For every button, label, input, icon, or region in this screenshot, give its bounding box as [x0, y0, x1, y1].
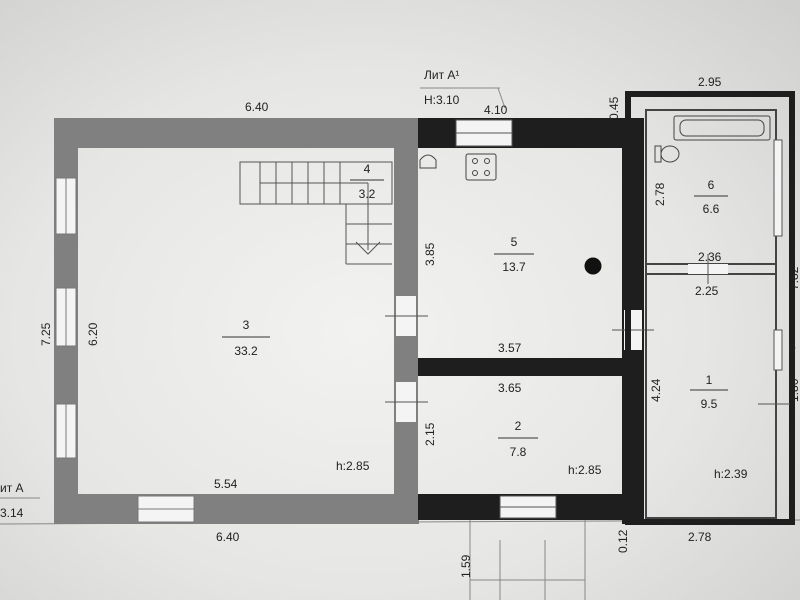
building-lit-a-walls	[54, 118, 428, 524]
wall-top-a1	[418, 118, 644, 148]
sink-icon	[419, 154, 437, 169]
room-4-area: 3.2	[359, 187, 376, 201]
lit-a1-label: Лит А¹	[424, 68, 459, 82]
room-6-area: 6.6	[703, 202, 720, 216]
room-3-area: 33.2	[234, 344, 258, 358]
dim-room5-bottom: 3.57	[498, 341, 522, 355]
room-1-height: h:2.39	[714, 467, 748, 481]
annex-outline-inner	[645, 109, 777, 519]
dimension-labels: 6.40 4.10 0.45 2.95 7.25 6.20 5.54 6.40 …	[39, 75, 800, 578]
dim-right-small: 1.86	[787, 378, 800, 402]
room-3-number: 3	[243, 318, 250, 332]
lit-a1-height: H:3.10	[424, 93, 460, 107]
dim-bottom-left: 6.40	[216, 530, 240, 544]
room-1-area: 9.5	[701, 397, 718, 411]
room-2-height: h:2.85	[568, 463, 602, 477]
room-5-area: 13.7	[502, 260, 526, 274]
dim-room1-top: 2.25	[695, 284, 719, 298]
room-2-number: 2	[515, 419, 522, 433]
room-5-number: 5	[511, 235, 518, 249]
wall-bottom-a	[54, 494, 419, 524]
room-4-number: 4	[364, 162, 371, 176]
lit-a-value: 3.14	[0, 506, 24, 520]
building-annex-walls	[625, 91, 795, 525]
dim-room1-left: 4.24	[649, 378, 663, 402]
room-6-number: 6	[708, 178, 715, 192]
room-labels: 4 3.2 5 13.7 6 6.6 3 33.2 2 7.8 1 9.5 h:…	[222, 162, 748, 481]
dim-bottom-inner-left: 5.54	[214, 477, 238, 491]
wall-between-5-2	[418, 358, 622, 376]
dim-left-inner: 6.20	[86, 322, 100, 346]
dim-top-right: 2.95	[698, 75, 722, 89]
dim-room5-left: 3.85	[423, 242, 437, 266]
room-1-number: 1	[706, 373, 713, 387]
annex-outline-outer	[625, 91, 795, 525]
dim-top-mid: 4.10	[484, 103, 508, 117]
dim-room6-left: 2.78	[653, 182, 667, 206]
fixtures	[239, 115, 771, 275]
chimney-icon	[584, 257, 602, 275]
dim-bottom-right: 2.78	[688, 530, 712, 544]
dim-top-small: 0.45	[607, 96, 621, 120]
stove-icon	[465, 153, 497, 181]
window-annex-1	[773, 139, 783, 237]
room-3-height: h:2.85	[336, 459, 370, 473]
room-2-area: 7.8	[510, 445, 527, 459]
dim-room6-bottom: 2.36	[698, 250, 722, 264]
header-labels: Лит А¹ H:3.10 ит А 3.14	[0, 68, 460, 520]
bathtub-icon	[673, 115, 771, 141]
dim-room2-top: 3.65	[498, 381, 522, 395]
staircase-icon	[239, 161, 393, 265]
dim-right-edge: 0	[789, 341, 796, 355]
window-annex-2	[773, 329, 783, 371]
lit-a-label: ит А	[0, 481, 24, 495]
wall-top-a	[54, 118, 419, 148]
dim-top-left: 6.40	[245, 100, 269, 114]
toilet-icon	[654, 145, 680, 163]
dim-bottom-small: 0.12	[616, 529, 630, 553]
dim-room2-left: 2.15	[423, 422, 437, 446]
dim-left-outer: 7.25	[39, 322, 53, 346]
dim-right-outer: 7.82	[787, 266, 800, 290]
dim-bottom-step: 1.59	[459, 554, 473, 578]
building-lit-a1-walls	[418, 118, 654, 524]
